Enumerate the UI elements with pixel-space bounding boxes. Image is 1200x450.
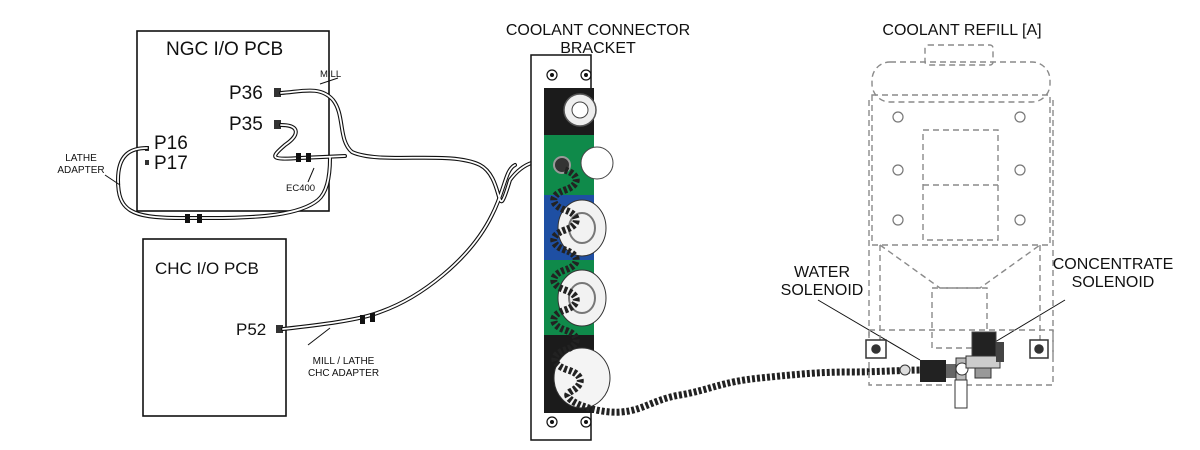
lathe-adapter-line2: ADAPTER bbox=[57, 165, 105, 176]
chc-adapter-label: MILL / LATHE CHC ADAPTER bbox=[296, 356, 391, 380]
lathe-adapter-line1: LATHE bbox=[65, 153, 97, 164]
p36-connector bbox=[274, 88, 281, 97]
water-solenoid bbox=[920, 357, 969, 409]
chc-board-title: CHC I/O PCB bbox=[155, 259, 259, 278]
port-p36-label: P36 bbox=[229, 83, 263, 104]
chc-adapter-line1: MILL / LATHE bbox=[312, 356, 375, 367]
water-solenoid-label: WATER SOLENOID bbox=[772, 264, 872, 300]
chc-io-pcb-board bbox=[142, 238, 287, 417]
inline-connectors bbox=[185, 153, 375, 324]
port-p52-label: P52 bbox=[236, 320, 267, 339]
concentrate-solenoid-line2: SOLENOID bbox=[1071, 274, 1155, 291]
coolant-refill-tank bbox=[868, 44, 1054, 386]
bracket-heading-line1: COOLANT CONNECTOR bbox=[505, 22, 691, 39]
coiled-hose bbox=[550, 166, 926, 416]
lathe-adapter-label: LATHE ADAPTER bbox=[52, 153, 110, 177]
concentrate-solenoid-line1: CONCENTRATE bbox=[1052, 256, 1174, 273]
water-solenoid-line2: SOLENOID bbox=[780, 282, 864, 299]
concentrate-solenoid bbox=[965, 331, 1004, 379]
mill-cable-label: MILL bbox=[320, 69, 342, 80]
p52-connector bbox=[276, 325, 283, 333]
bracket-heading-line2: BRACKET bbox=[560, 40, 636, 57]
chc-adapter-line2: CHC ADAPTER bbox=[307, 368, 380, 379]
port-p17-label: P17 bbox=[154, 153, 188, 174]
bracket-heading: COOLANT CONNECTOR BRACKET bbox=[478, 22, 718, 58]
port-p16-label: P16 bbox=[154, 133, 188, 154]
ngc-io-pcb-board bbox=[136, 30, 330, 212]
ngc-board-title: NGC I/O PCB bbox=[166, 39, 284, 60]
water-solenoid-line1: WATER bbox=[794, 264, 850, 281]
port-p35-label: P35 bbox=[229, 114, 263, 135]
p35-connector bbox=[274, 120, 281, 129]
refill-heading: COOLANT REFILL [A] bbox=[882, 22, 1042, 39]
concentrate-solenoid-label: CONCENTRATE SOLENOID bbox=[1032, 256, 1194, 292]
ec400-cable-label: EC400 bbox=[286, 183, 316, 194]
p17-connector bbox=[145, 160, 149, 165]
